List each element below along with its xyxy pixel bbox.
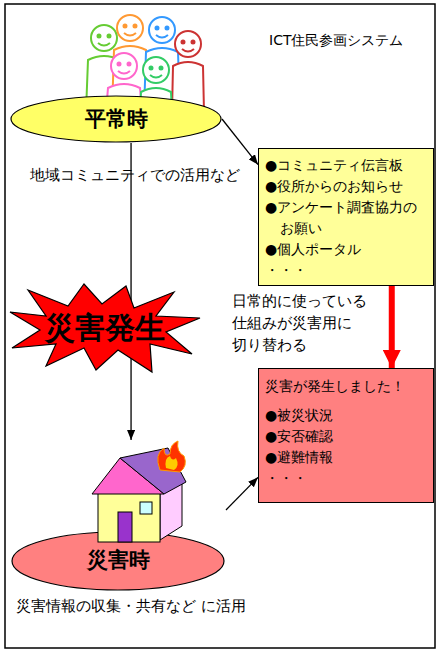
person-head xyxy=(149,17,175,43)
person-mouth xyxy=(124,33,136,36)
person-eye xyxy=(108,35,111,38)
system-heading: ICT住民参画システム xyxy=(269,32,403,50)
flow-arrow xyxy=(222,119,258,165)
frame-border xyxy=(5,4,435,648)
person-mouth xyxy=(182,49,194,52)
list-item: ●個人ポータル xyxy=(265,239,427,260)
person-eye xyxy=(118,63,121,66)
disaster-box: 災害が発生しました！ ●被災状況●安否確認●避難情報・・・ xyxy=(258,368,434,503)
person-eye xyxy=(98,35,101,38)
person-head xyxy=(117,15,143,41)
starburst-label: 災害発生 xyxy=(6,308,204,349)
person-eye xyxy=(150,67,153,70)
flow-arrow xyxy=(130,143,131,440)
person-head xyxy=(143,57,169,83)
box-heading: 災害が発生しました！ xyxy=(265,375,427,397)
person-mouth xyxy=(150,75,162,78)
person-head xyxy=(91,25,117,51)
list-item: ・・・ xyxy=(265,468,427,489)
ellipse-label: 災害時 xyxy=(10,546,226,574)
fire-core xyxy=(166,456,178,470)
person-mouth xyxy=(156,35,168,38)
note-text: 地域コミュニティでの活用など xyxy=(30,166,240,185)
person-eye xyxy=(160,67,163,70)
person-mouth xyxy=(98,43,110,46)
person-eye xyxy=(124,25,127,28)
list-item: ●避難情報 xyxy=(265,447,427,468)
disaster-starburst: 災害発生 xyxy=(6,282,204,374)
normal-time-ellipse: 平常時 xyxy=(10,95,222,143)
person-eye xyxy=(192,41,195,44)
fire-flame xyxy=(158,441,186,472)
person-eye xyxy=(134,25,137,28)
ellipse-label: 平常時 xyxy=(10,105,222,133)
person-eye xyxy=(156,27,159,30)
list-item: ●被災状況 xyxy=(265,405,427,426)
house-side-wall xyxy=(160,480,182,540)
person-eye xyxy=(166,27,169,30)
list-item: ●コミュニティ伝言板 xyxy=(265,155,427,176)
note-text: 災害情報の収集・共有など に活用 xyxy=(16,597,246,616)
list-item: ●役所からのお知らせ xyxy=(265,176,427,197)
house-window xyxy=(140,502,152,514)
house-roof-side xyxy=(120,448,186,494)
ellipse-shape xyxy=(11,96,221,142)
burning-house xyxy=(92,441,186,542)
person-mouth xyxy=(118,71,130,74)
switch-arrow xyxy=(389,286,395,368)
list-item: ●アンケート調査協力の お願い xyxy=(265,197,427,239)
person-head xyxy=(175,31,201,57)
disaster-time-ellipse: 災害時 xyxy=(10,440,226,592)
note-text: 日常的に使っている 仕組みが災害用に 切り替わる xyxy=(232,290,382,356)
flow-arrow xyxy=(226,477,258,510)
system-box: ICT住民参画システム●コミュニティ伝言板●役所からのお知らせ●アンケート調査協… xyxy=(258,148,434,286)
person-eye xyxy=(128,63,131,66)
person-head xyxy=(111,53,137,79)
list-item: ・・・ xyxy=(265,260,427,281)
person-eye xyxy=(182,41,185,44)
list-item: ●安否確認 xyxy=(265,426,427,447)
house-roof-front xyxy=(92,458,164,494)
